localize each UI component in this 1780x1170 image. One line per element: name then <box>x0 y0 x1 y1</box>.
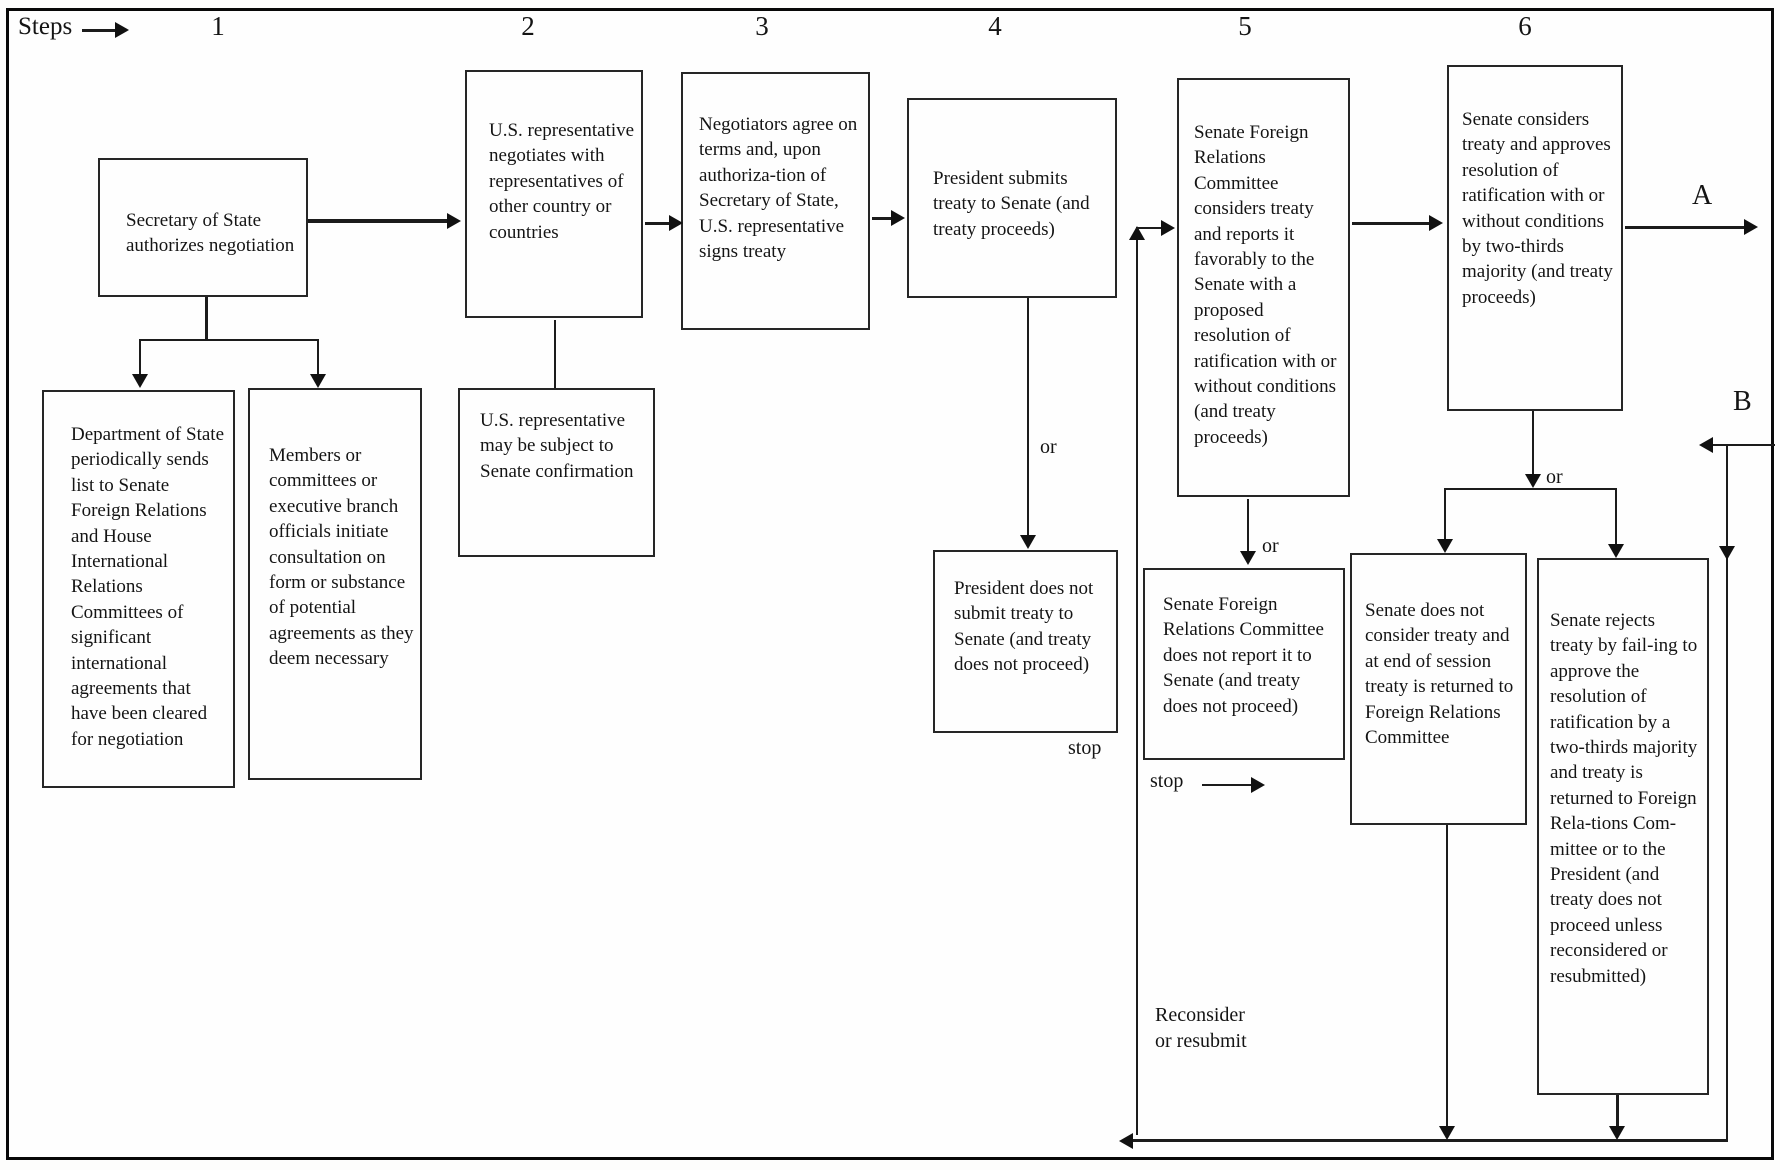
connector-step2-step3-arrow-icon <box>669 215 683 231</box>
connector-entry-b-line <box>1713 444 1775 446</box>
steps-header-arrow-line <box>82 29 118 32</box>
connector-stop-arrow-icon <box>1251 777 1265 793</box>
connector-exit-a-arrow-icon <box>1744 219 1758 235</box>
step-number-5: 5 <box>1238 11 1252 41</box>
node-senate-not-consider: Senate does not consider treaty and at e… <box>1350 553 1527 825</box>
step-number-2: 2 <box>521 11 535 41</box>
connector-entry-step5-line <box>1136 227 1163 229</box>
reconsider-label: Reconsider or resubmit <box>1155 1004 1247 1052</box>
connector-split-left-arrow-icon <box>132 374 148 388</box>
node-us-rep-confirmation: U.S. representative may be subject to Se… <box>458 388 655 557</box>
step-number-6: 6 <box>1518 11 1532 41</box>
connector-step6-or-arrow-icon <box>1525 474 1541 488</box>
node-members-consultation: Members or committees or executive branc… <box>248 388 422 780</box>
connector-president-or-drop <box>1027 298 1029 536</box>
connector-stop-line <box>1202 784 1254 786</box>
connector-secretary-stem <box>205 297 208 340</box>
node-president-not-submit: President does not submit treaty to Sena… <box>933 550 1118 733</box>
connector-step6-or-stem <box>1532 411 1534 475</box>
connector-step5-step6-line <box>1352 222 1432 225</box>
connector-president-or-arrow-icon <box>1020 535 1036 549</box>
connector-sfrc-or-arrow-icon <box>1240 551 1256 565</box>
connector-step1-step2-line <box>308 219 448 223</box>
stop-label-president: stop <box>1068 737 1102 759</box>
connector-b-down-arrow-icon <box>1719 546 1735 560</box>
step-number-4: 4 <box>988 11 1002 41</box>
connector-step3-step4-line <box>872 217 894 220</box>
or-label-step4: or <box>1040 436 1057 458</box>
exit-b-label: B <box>1733 386 1752 417</box>
step-number-3: 3 <box>755 11 769 41</box>
exit-a-label: A <box>1692 180 1713 211</box>
connector-split-left-drop <box>139 339 141 375</box>
connector-sfrc-or-drop <box>1247 499 1249 551</box>
node-dept-state-sends-list: Department of State periodically sends l… <box>42 390 235 788</box>
connector-branch-left-drop <box>1444 488 1446 539</box>
connector-b-downline <box>1726 444 1728 1141</box>
connector-rejects-down-arrow-icon <box>1609 1126 1625 1140</box>
connector-usrep-confirmation-line <box>554 320 556 388</box>
node-sfrc-does-not-report: Senate Foreign Relations Committee does … <box>1143 568 1345 760</box>
connector-rejects-down <box>1616 1095 1619 1126</box>
connector-split-right-drop <box>317 339 319 375</box>
step-number-1: 1 <box>211 11 225 41</box>
connector-branch-right-drop <box>1615 488 1617 544</box>
connector-entry-b-arrow-icon <box>1699 437 1713 453</box>
connector-step2-step3-line <box>645 222 673 225</box>
connector-step6-branch-bar <box>1444 488 1617 490</box>
node-president-submits: President submits treaty to Senate (and … <box>907 98 1117 298</box>
steps-header-arrow-icon <box>115 22 129 38</box>
connector-return-line <box>1133 1139 1728 1142</box>
connector-entry-step5-arrow-icon <box>1161 220 1175 236</box>
connector-notconsider-down <box>1446 825 1448 1126</box>
stop-label-sfrc: stop <box>1150 770 1184 792</box>
connector-branch-right-arrow-icon <box>1608 544 1624 558</box>
node-senate-rejects: Senate rejects treaty by fail-ing to app… <box>1537 558 1709 1095</box>
connector-split-right-arrow-icon <box>310 374 326 388</box>
or-label-step6: or <box>1546 466 1563 488</box>
connector-step5-step6-arrow-icon <box>1429 215 1443 231</box>
node-negotiators-sign-treaty: Negotiators agree on terms and, upon aut… <box>681 72 870 330</box>
node-sfrc-reports-favorably: Senate Foreign Relations Committee consi… <box>1177 78 1350 497</box>
connector-secretary-split-bar <box>139 339 319 341</box>
or-label-step5: or <box>1262 535 1279 557</box>
connector-exit-a-line <box>1625 226 1747 229</box>
node-secretary-authorizes: Secretary of State authorizes negotiatio… <box>98 158 308 297</box>
connector-step3-step4-arrow-icon <box>891 210 905 226</box>
connector-step1-step2-arrow-icon <box>447 213 461 229</box>
connector-return-arrow-icon <box>1119 1133 1133 1149</box>
connector-notconsider-down-arrow-icon <box>1439 1126 1455 1140</box>
connector-reconsider-up-arrow-icon <box>1129 226 1145 240</box>
connector-reconsider-upline <box>1136 240 1138 1135</box>
node-senate-approves: Senate considers treaty and approves res… <box>1447 65 1623 411</box>
connector-branch-left-arrow-icon <box>1437 539 1453 553</box>
steps-header-label: Steps <box>18 13 73 40</box>
node-us-rep-negotiates: U.S. representative negotiates with repr… <box>465 70 643 318</box>
